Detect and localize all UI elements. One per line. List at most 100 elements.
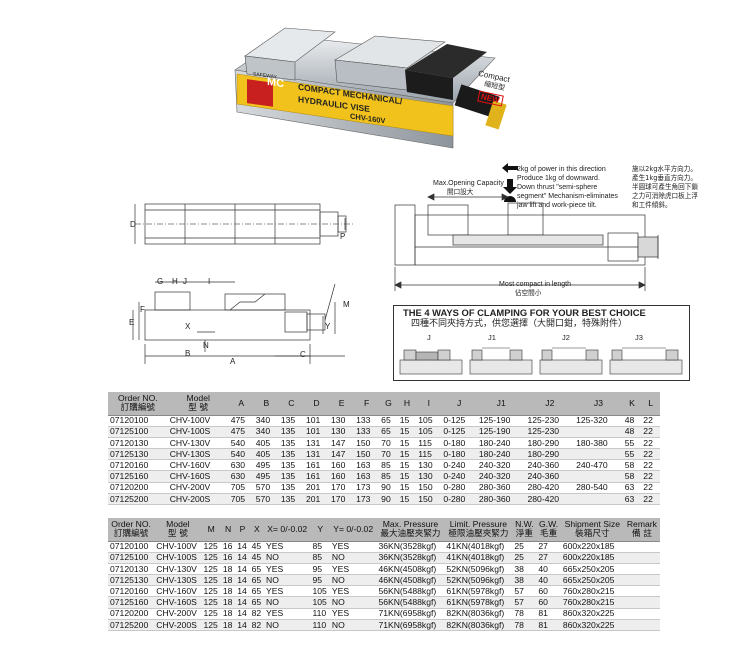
dim-table-cell: 22 <box>641 426 660 438</box>
pressure-table-header-5: X <box>249 518 264 542</box>
pressure-table-cell: 45 <box>249 552 264 564</box>
dim-table-cell: 22 <box>641 482 660 494</box>
pressure-table-cell: CHV-100V <box>154 541 202 553</box>
dim-table-cell: 115 <box>416 437 442 450</box>
features-en: 2kg of power in this direction Produce 1… <box>517 165 618 210</box>
clamp-way-J3: J3 <box>635 333 643 342</box>
dim-label-A: A <box>230 357 236 366</box>
dim-table-header-13: J2 <box>525 392 575 416</box>
dim-table-header-5: D <box>303 392 330 416</box>
dim-table-cell: 240-470 <box>574 459 623 472</box>
dim-table-cell: 48 <box>622 426 642 438</box>
dim-table-cell: 101 <box>303 415 330 427</box>
pressure-table-cell: 18 <box>220 563 236 576</box>
dim-label-I: I <box>208 277 211 286</box>
pressure-table-cell: 07125130 <box>108 574 155 587</box>
dim-table-header-12: J1 <box>476 392 526 416</box>
pressure-table-cell: 14 <box>235 585 250 598</box>
dim-table-header-en: A <box>238 398 245 409</box>
dim-table-cell: 22 <box>641 448 660 461</box>
pressure-table-cell: 78 <box>512 619 537 632</box>
pressure-table-cell: 16 <box>220 541 236 553</box>
dim-table-cell: 240-360 <box>525 470 575 483</box>
pressure-table-cell: NO <box>329 552 377 564</box>
dim-table-cell: 135 <box>278 493 304 506</box>
dim-table-cell: 07125200 <box>108 493 168 506</box>
dim-table-cell: 180-290 <box>525 437 575 450</box>
pressure-table-header-3: N <box>220 518 236 542</box>
dim-table-cell: 63 <box>622 493 642 506</box>
dim-table-cell: 0-240 <box>441 459 477 472</box>
dim-table-cell: 65 <box>379 415 398 427</box>
pressure-table-cell: 45 <box>249 541 264 553</box>
pressure-table-cell: 14 <box>235 574 250 587</box>
pressure-table-cell: 27 <box>536 541 561 553</box>
pressure-table-header-en: Shipment Size <box>564 519 621 530</box>
clamp-way-J: J <box>427 333 431 342</box>
dim-label-D: D <box>130 220 136 229</box>
dim-table-cell: 22 <box>641 415 660 427</box>
pressure-table-cell: 82KN(8036kgf) <box>444 608 513 620</box>
feature-cn-3: 半圓球可產生角回下鎖 <box>632 183 698 191</box>
pressure-table-cell: 82 <box>249 619 264 632</box>
pressure-table-cell: 71KN(6958kgf) <box>376 608 445 620</box>
pressure-table-cell: 60 <box>536 585 561 598</box>
dim-table-header-2: A <box>228 392 254 416</box>
pressure-table-cell: 52KN(5096kgf) <box>444 574 513 587</box>
dim-label-M: M <box>343 300 350 309</box>
pressure-table-header-en: N <box>224 524 232 535</box>
dim-label-H: H <box>172 277 178 286</box>
feature-en-4: segment" Mechanism-eliminates <box>517 193 618 200</box>
pressure-table-cell: 46KN(4508kgf) <box>376 563 445 576</box>
pressure-table-cell: 27 <box>536 552 561 564</box>
dim-table-cell: 475 <box>228 415 254 427</box>
dim-table-header-cn: 型 號 <box>188 403 209 414</box>
pressure-table-header-2: M <box>201 518 221 542</box>
dim-table-cell: 160 <box>329 459 355 472</box>
pressure-table-cell: YES <box>263 585 311 598</box>
dim-table-cell: 405 <box>253 437 279 450</box>
dim-table-cell: 405 <box>253 448 279 461</box>
dim-table-cell: 705 <box>228 482 254 494</box>
pressure-table-cell: 125 <box>201 541 221 553</box>
pressure-table-cell: 40 <box>536 574 561 587</box>
dim-table-header-10: I <box>416 392 442 416</box>
pressure-table-cell <box>623 574 660 587</box>
dim-table-cell: 15 <box>397 426 417 438</box>
dim-table-cell: 07120160 <box>108 459 168 472</box>
feature-en-5: jaw lift and work-piece tilt. <box>517 202 597 209</box>
pressure-table-cell: 85 <box>310 541 330 553</box>
pressure-table-header-cn: 毛重 <box>540 529 558 540</box>
pressure-table-cell: 125 <box>201 596 221 609</box>
pressure-table-cell: 125 <box>201 585 221 598</box>
pressure-table-cell: 760x280x215 <box>560 596 624 609</box>
pressure-table-cell: 25 <box>512 541 537 553</box>
pressure-table-header-4: P <box>235 518 250 542</box>
pressure-table-cell: YES <box>329 608 377 620</box>
pressure-table-cell: 14 <box>235 608 250 620</box>
side-view-drawing <box>132 281 345 364</box>
dim-table-cell: 0-180 <box>441 437 477 450</box>
pressure-table-cell: 36KN(3528kgf) <box>376 552 445 564</box>
pressure-table-cell: 38 <box>512 574 537 587</box>
dim-table-cell: 15 <box>397 470 417 483</box>
pressure-table-cell <box>623 619 660 632</box>
dim-table-cell: 340 <box>253 426 279 438</box>
dim-table-header-en: J <box>456 398 462 409</box>
dim-table-header-14: J3 <box>574 392 623 416</box>
dim-table-cell: 115 <box>416 448 442 461</box>
pressure-table-header-en: Y= 0/-0.02 <box>333 524 374 535</box>
pressure-table-cell: 105 <box>310 585 330 598</box>
dim-table-cell: 125-230 <box>525 415 575 427</box>
dim-table-cell <box>574 426 623 438</box>
pressure-table-cell: 07120160 <box>108 585 155 598</box>
